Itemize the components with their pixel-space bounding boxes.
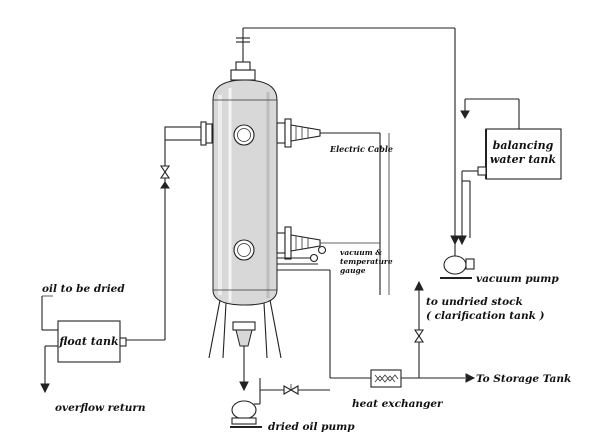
oil-to-be-dried-label: oil to be dried xyxy=(42,283,125,295)
vacuum-pump-label: vacuum pump xyxy=(476,273,559,285)
float-tank xyxy=(40,295,127,394)
vacuum-pump-icon xyxy=(440,244,475,279)
upper-heater xyxy=(276,118,390,295)
balancing-tank-label-line1: balancing xyxy=(493,139,554,152)
float-tank-label: float tank xyxy=(58,335,119,348)
dried-oil-pump-icon xyxy=(230,346,262,428)
vacuum-line xyxy=(236,27,460,246)
upper-sight-glass xyxy=(233,124,255,146)
gauge-label-line2: temperature xyxy=(340,257,393,266)
vacuum-gauge-icon xyxy=(309,245,327,263)
main-discharge-line xyxy=(260,373,476,395)
lower-sight-glass xyxy=(233,239,255,261)
balancing-tank-label-line2: water tank xyxy=(490,153,557,166)
balancing-water-tank xyxy=(457,98,562,246)
heat-exchanger-icon xyxy=(370,369,402,388)
electric-cable-label: Electric Cable xyxy=(329,144,393,154)
overflow-return-label: overflow return xyxy=(55,402,146,414)
heat-exchanger-label: heat exchanger xyxy=(352,398,444,410)
to-storage-tank-label: To Storage Tank xyxy=(476,373,571,385)
gauge-label-line3: gauge xyxy=(340,266,366,275)
vacuum-drying-vessel xyxy=(208,61,282,359)
undried-stock-line xyxy=(413,280,425,378)
gauge-label-line1: vacuum & xyxy=(340,248,382,257)
lower-heater xyxy=(276,226,380,378)
dried-oil-pump-label: dried oil pump xyxy=(268,421,355,433)
to-undried-stock-label-line1: to undried stock xyxy=(426,296,523,308)
to-undried-stock-label-line2: ( clarification tank ) xyxy=(426,310,545,322)
